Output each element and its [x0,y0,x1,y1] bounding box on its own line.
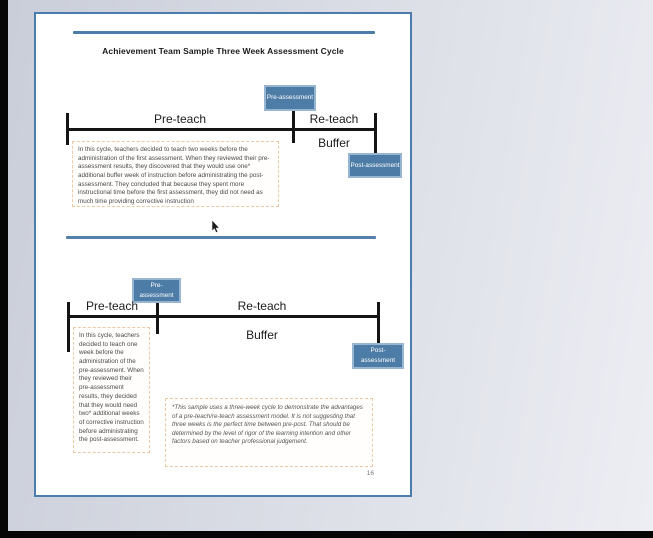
pre-assessment-box-bottom: Pre-assessment [132,278,181,303]
description-box-bottom: In this cycle, teachers decided to teach… [73,327,150,453]
timeline-top [67,128,375,131]
post-assessment-box-bottom: Post-assessment [352,343,404,369]
page-number: 16 [366,470,374,477]
description-box-top: In this cycle, teachers decided to teach… [72,141,279,207]
timeline-bottom [68,315,378,318]
document-page: Achievement Team Sample Three Week Asses… [34,12,412,497]
timeline-top-right-tick [374,113,377,153]
letterbox-bottom-bar [0,531,653,538]
buffer-label-top: Buffer [318,136,350,150]
title-rule [73,31,375,34]
buffer-label-bottom: Buffer [246,328,278,342]
re-teach-label-top: Re-teach [309,112,359,126]
section-divider-rule [66,236,376,239]
page-title: Achievement Team Sample Three Week Asses… [102,46,344,56]
re-teach-label-bottom: Re-teach [237,299,287,313]
letterbox-left-bar [0,0,8,538]
timeline-bottom-middle-tick [156,303,159,334]
post-assessment-box-top: Post-assessment [348,153,402,178]
timeline-top-middle-tick [292,111,295,143]
pre-teach-label-top: Pre-teach [153,112,207,126]
pre-assessment-box-top: Pre-assessment [264,85,316,111]
mouse-cursor-icon [211,220,221,233]
timeline-top-left-tick [66,113,69,145]
timeline-bottom-right-tick [377,302,380,343]
timeline-bottom-left-tick [67,302,70,352]
desktop-background: Achievement Team Sample Three Week Asses… [8,0,653,531]
pre-teach-label-bottom: Pre-teach [85,299,139,313]
footnote-box: *This sample uses a three-week cycle to … [165,398,373,467]
